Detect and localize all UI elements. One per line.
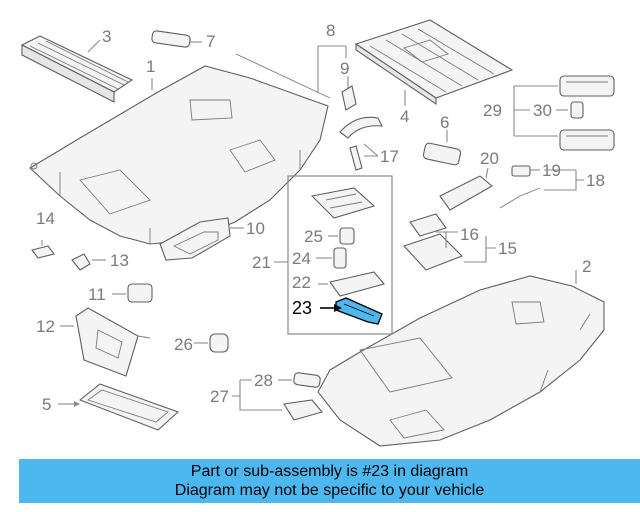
banner-line-2: Diagram may not be specific to your vehi… — [174, 482, 485, 499]
part-20-lamp-housing[interactable] — [439, 175, 493, 211]
leader-17 — [363, 143, 379, 157]
leader-20 — [485, 167, 489, 179]
label-15[interactable]: 15 — [498, 239, 517, 258]
leader-23 — [320, 304, 342, 312]
label-9[interactable]: 9 — [340, 59, 349, 78]
banner-line-1: Part or sub-assembly is #23 in diagram — [190, 463, 469, 480]
leader-3 — [87, 39, 101, 53]
label-2[interactable]: 2 — [582, 257, 591, 276]
part-6-lamp-cover[interactable] — [422, 142, 462, 166]
label-17[interactable]: 17 — [380, 147, 399, 166]
label-3[interactable]: 3 — [102, 27, 111, 46]
part-24-bulb[interactable] — [333, 247, 347, 269]
part-5-mirror-pad[interactable] — [78, 383, 180, 431]
group-box-21 — [287, 175, 393, 335]
label-12[interactable]: 12 — [36, 317, 55, 336]
label-6[interactable]: 6 — [440, 113, 449, 132]
part-14-clip[interactable] — [31, 240, 55, 259]
info-banner: Part or sub-assembly is #23 in diagram D… — [19, 459, 640, 503]
label-1[interactable]: 1 — [146, 57, 155, 76]
label-5[interactable]: 5 — [42, 395, 51, 414]
part-19-switch[interactable] — [499, 165, 541, 209]
label-14[interactable]: 14 — [36, 209, 55, 228]
part-16-map-lamp[interactable] — [403, 213, 463, 271]
part-4-roof-insulator[interactable] — [354, 19, 514, 106]
label-25[interactable]: 25 — [304, 227, 323, 246]
label-20[interactable]: 20 — [480, 149, 499, 168]
label-11[interactable]: 11 — [88, 285, 106, 304]
part-1-headliner-front[interactable] — [29, 53, 331, 245]
leader-29 — [513, 85, 558, 137]
part-28-lamp[interactable] — [293, 372, 321, 388]
leader-18 — [544, 169, 584, 191]
leader-15 — [464, 236, 496, 263]
label-23[interactable]: 23 — [292, 298, 312, 318]
label-10[interactable]: 10 — [246, 219, 265, 238]
part-13-hook[interactable] — [71, 253, 91, 271]
label-27[interactable]: 27 — [210, 387, 229, 406]
label-21[interactable]: 21 — [252, 253, 271, 272]
part-29-overhead-console[interactable] — [559, 75, 615, 151]
label-29[interactable]: 29 — [483, 101, 502, 120]
label-24[interactable]: 24 — [292, 249, 311, 268]
part-27-bracket[interactable] — [283, 399, 323, 421]
part-7-lens[interactable] — [151, 30, 191, 48]
part-2-headliner-rear[interactable] — [317, 275, 605, 447]
label-8[interactable]: 8 — [326, 21, 335, 40]
part-17-grab-handle[interactable] — [339, 116, 383, 171]
leader-8 — [317, 45, 347, 92]
label-4[interactable]: 4 — [400, 107, 409, 126]
leader-27 — [232, 379, 282, 411]
label-30[interactable]: 30 — [533, 101, 552, 120]
part-12-sun-visor[interactable] — [75, 307, 151, 377]
part-23-highlighted[interactable] — [335, 297, 383, 325]
part-3-pad[interactable] — [20, 35, 134, 103]
label-7[interactable]: 7 — [206, 32, 215, 51]
label-26[interactable]: 26 — [174, 335, 193, 354]
part-11-visor-holder[interactable] — [127, 283, 153, 303]
label-18[interactable]: 18 — [586, 171, 605, 190]
part-9-clip[interactable] — [341, 85, 357, 111]
label-22[interactable]: 22 — [292, 273, 311, 292]
label-16[interactable]: 16 — [460, 225, 479, 244]
part-30-bulb[interactable] — [570, 101, 584, 119]
label-28[interactable]: 28 — [254, 371, 273, 390]
leader-5 — [58, 401, 80, 407]
part-10-console-tray[interactable] — [159, 217, 231, 261]
part-25-clip[interactable] — [339, 227, 355, 245]
part-21-overhead-module[interactable] — [310, 187, 376, 219]
label-13[interactable]: 13 — [110, 251, 129, 270]
leader-16 — [436, 231, 458, 248]
part-22-lens[interactable] — [329, 271, 385, 297]
part-26-knob[interactable] — [209, 333, 229, 353]
